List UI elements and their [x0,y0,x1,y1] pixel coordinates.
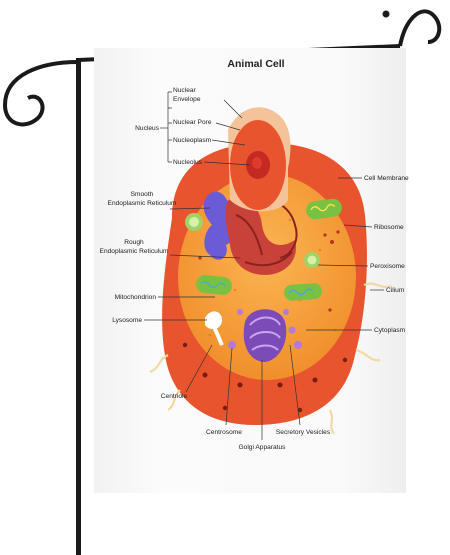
pole [76,58,81,555]
label-ribosome: Ribosome [374,224,404,231]
right-curl [398,9,442,47]
label-mitochondrion: Mitochondrion [115,294,157,301]
label-lysosome: Lysosome [112,317,142,324]
label-nuclear-pore: Nuclear Pore [173,119,212,126]
ribosome-dots [198,230,340,312]
left-curl [2,60,79,127]
label-nuclear-envelope-2: Envelope [173,96,201,103]
label-smooth-er-1: Smooth [131,191,154,198]
label-rough-er-2: Endoplasmic Reticulum [100,248,169,255]
label-secretory: Secretory Vesicles [276,429,331,436]
rod-finial [382,10,390,18]
cilia [149,282,393,435]
label-cytoplasm: Cytoplasm [374,327,406,334]
label-nuclear-envelope-1: Nuclear [173,87,197,94]
lysosome-shape [205,311,224,346]
label-rough-er-1: Rough [124,239,144,246]
label-peroxisome: Peroxisome [370,263,405,270]
leader-lines [144,91,384,440]
mitochondria-shapes [196,198,342,301]
label-centriole: Centriole [161,393,188,400]
label-smooth-er-2: Endoplasmic Reticulum [108,200,177,207]
label-nucleus: Nucleus [135,125,160,132]
label-centrosome: Centrosome [206,429,242,436]
label-nucleoplasm: Nucleoplasm [173,137,212,144]
labels: Nuclear Envelope Nuclear Pore Nucleus Nu… [100,87,409,451]
label-nucleolus: Nucleolus [173,159,203,166]
diagram-title: Animal Cell [227,58,284,70]
label-golgi: Golgi Apparatus [239,444,287,451]
membrane-section-dots [182,342,348,413]
animal-cell [149,107,393,435]
label-cell-membrane: Cell Membrane [364,175,409,182]
label-cilium: Cilium [386,287,405,294]
nucleus-shape [228,107,291,212]
secretory-vesicles-shape [228,309,302,349]
golgi-shape [243,309,287,362]
